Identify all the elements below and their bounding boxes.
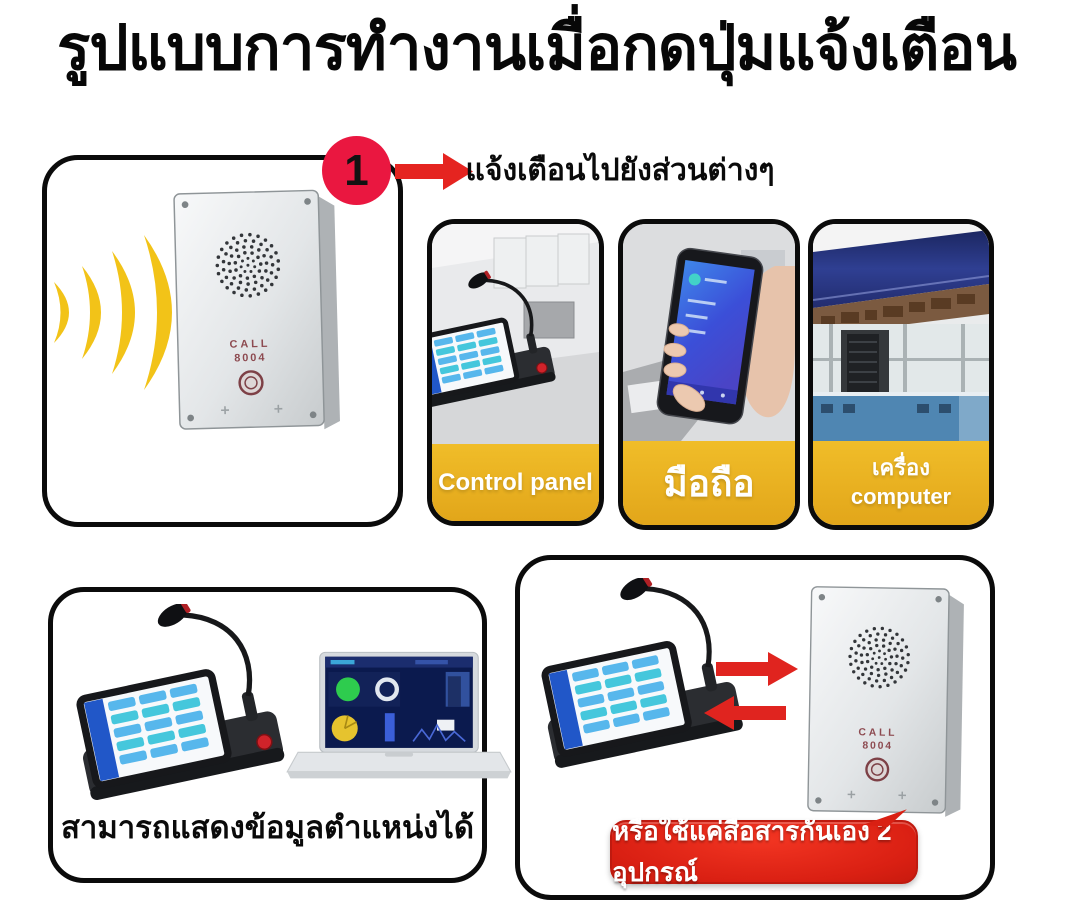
window-frames (493, 233, 590, 289)
sound-waves-icon (54, 235, 172, 390)
direct-badge-label: หรือใช้แค่สือสารกันเอง 2 อุปกรณ์ (612, 816, 892, 887)
app-avatar-icon (688, 273, 701, 286)
mobile-caption-band: มือถือ (623, 441, 795, 525)
fingers (663, 323, 706, 412)
intercom-source (170, 184, 344, 435)
computer-label-line2: computer (850, 484, 952, 509)
step-1-number: 1 (344, 145, 369, 195)
phone-screen (666, 259, 755, 405)
destination-control-panel: Control panel (427, 219, 604, 526)
computer-label-line1: เครื่อง (871, 455, 930, 481)
smartphone (656, 247, 764, 425)
arrow-left-icon (704, 696, 786, 730)
step-1-badge: 1 (322, 136, 391, 205)
page-title: รูปแบบการทำงานเมื่อกดปุ่มแจ้งเตือน (56, 14, 1017, 83)
two-device-box: หรือใช้แค่สือสารกันเอง 2 อุปกรณ์ (515, 555, 995, 900)
alert-heading: แจ้งเตือนไปยังส่วนต่างๆ (465, 154, 775, 187)
destination-computer: เครื่อง computer (808, 219, 994, 530)
control-panel-label: Control panel (438, 468, 593, 496)
console-with-laptop (69, 604, 311, 825)
destination-mobile: มือถือ (618, 219, 800, 530)
laptop-dashboard (285, 650, 513, 797)
control-panel-photo (432, 224, 599, 444)
mobile-label: มือถือ (663, 462, 755, 504)
location-caption: สามารถแสดงข้อมูลตำแหน่งได้ (60, 810, 474, 845)
direct-communication-badge: หรือใช้แค่สือสารกันเอง 2 อุปกรณ์ (610, 820, 918, 887)
computer-caption-band: เครื่อง computer (813, 441, 989, 525)
arrow-right-icon (395, 153, 473, 190)
computer-room-photo (813, 224, 989, 441)
location-display-box: สามารถแสดงข้อมูลตำแหน่งได้ (48, 587, 487, 883)
mobile-photo (623, 224, 795, 441)
intercom-target (804, 579, 968, 822)
arrow-right-icon (716, 652, 798, 686)
source-device-box (42, 155, 403, 527)
shop-sign (813, 230, 989, 308)
control-panel-caption-band: Control panel (432, 444, 599, 521)
